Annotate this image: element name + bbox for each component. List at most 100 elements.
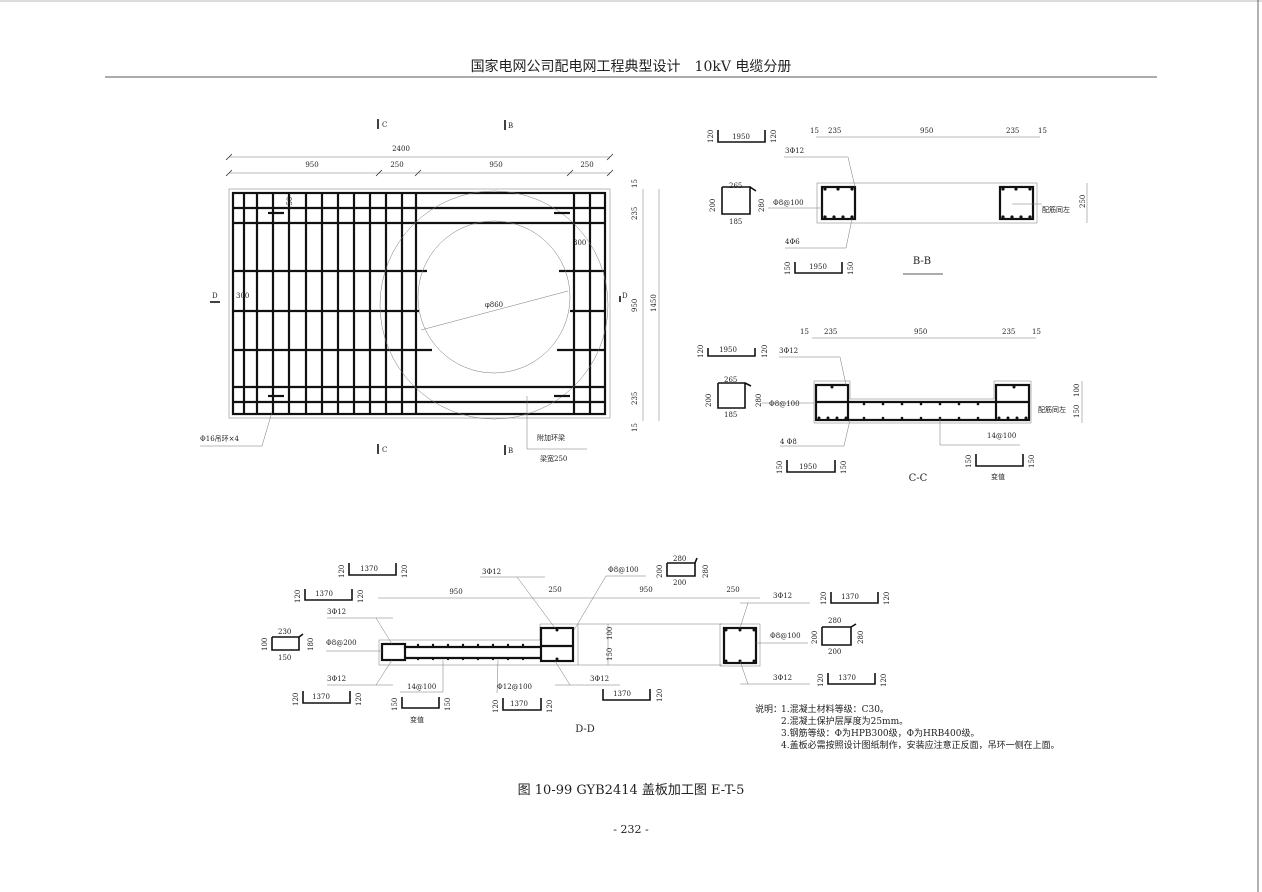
dd-label-3phi12-left: 3Φ12 xyxy=(327,608,346,616)
cc-slab-rebar-label: 14@100 xyxy=(987,432,1016,440)
cc-dim-right-2: 150 xyxy=(1073,405,1081,418)
cc-top-hook-r: 120 xyxy=(761,345,769,358)
bb-top-bar-length: 1950 xyxy=(732,133,750,141)
bb-dim-1: 15 xyxy=(810,127,819,135)
dd-bar-2: 1370 xyxy=(315,590,333,598)
bb-dim-4: 235 xyxy=(1006,127,1019,135)
dd-stirrup-r2-right: 280 xyxy=(857,631,865,644)
dd-bar-2-hook-r: 120 xyxy=(357,590,365,603)
dd-bar-6-hook-r: 120 xyxy=(883,592,891,605)
cc-var-hook-r: 150 xyxy=(1028,455,1036,468)
dd-stirrup-r2-left: 200 xyxy=(811,631,819,644)
bb-dim-2: 235 xyxy=(828,127,841,135)
dd-label-3phi12-bl: 3Φ12 xyxy=(327,675,346,683)
cc-bottom-rebar-label: 4 Φ8 xyxy=(780,438,797,446)
cc-stirrup-right: 280 xyxy=(755,394,763,407)
plan-view: φ860 C B C B D D 2400 950 250 950 250 15… xyxy=(200,119,660,463)
dd-bar-6: 1370 xyxy=(841,593,859,601)
dd-stirrup-r1-left: 200 xyxy=(656,565,664,578)
bb-top-hook-r: 120 xyxy=(770,130,778,143)
dd-bar-1-hook-r: 120 xyxy=(401,565,409,578)
dd-stirrup-r1-bottom: 200 xyxy=(673,579,686,587)
dim-top-2: 250 xyxy=(390,161,403,169)
plan-rebar-vertical xyxy=(242,193,592,414)
dd-dim-right-2: 150 xyxy=(606,648,614,661)
dd-bar-5: 1370 xyxy=(613,690,631,698)
dd-title: D-D xyxy=(575,724,595,735)
plan-rebar-horizontal xyxy=(233,206,605,404)
dd-stirrup-l-right: 180 xyxy=(307,638,315,651)
bb-dim-height: 250 xyxy=(1079,195,1087,208)
dd-bar-1: 1370 xyxy=(360,565,378,573)
bb-bottom-bar-length: 1950 xyxy=(809,263,827,271)
bb-stirrup-top: 265 xyxy=(729,182,742,190)
cc-dim-1: 15 xyxy=(800,328,809,336)
dd-bar-4-hook-r: 120 xyxy=(546,700,554,713)
dd-bar-7-hook-r: 120 xyxy=(880,674,888,687)
header-title: 国家电网公司配电网工程典型设计 10kV 电缆分册 xyxy=(471,58,792,75)
section-cc: 1950 120 120 15 235 950 235 15 3Φ12 Φ8@1… xyxy=(697,328,1083,484)
bb-bottom-hook-r: 150 xyxy=(847,262,855,275)
dd-label-phi12-100: Φ12@100 xyxy=(497,683,532,691)
dd-bar-5-hook-r: 120 xyxy=(656,689,664,702)
cc-stirrup-top: 265 xyxy=(724,376,737,384)
bb-title: B-B xyxy=(913,256,931,267)
bb-stirrup-label: Φ8@100 xyxy=(773,199,804,207)
cc-top-rebar-label: 3Φ12 xyxy=(779,347,798,355)
lifting-ring-label: Φ16吊环×4 xyxy=(200,435,240,443)
bb-dim-5: 15 xyxy=(1038,127,1047,135)
dd-dim-right-1: 100 xyxy=(606,627,614,640)
dd-stirrup-r1-top: 280 xyxy=(673,555,686,563)
dd-bar-3: 1370 xyxy=(312,693,330,701)
cc-dim-5: 15 xyxy=(1032,328,1041,336)
bb-same-label: 配筋同左 xyxy=(1042,205,1070,214)
dim-top-1: 950 xyxy=(305,161,318,169)
ring-beam-outline xyxy=(379,190,609,420)
dd-var-hook-l: 150 xyxy=(391,698,399,711)
dd-label-3phi12-br: 3Φ12 xyxy=(773,674,792,682)
dim-right-1: 15 xyxy=(631,179,639,188)
cc-bottom-bar-length: 1950 xyxy=(799,463,817,471)
section-mark-c-top: C xyxy=(382,121,387,129)
page-number: - 232 - xyxy=(613,823,649,836)
dd-bar-7-hook-l: 120 xyxy=(817,674,825,687)
dim-right-4: 235 xyxy=(631,392,639,405)
dim-total-height: 1450 xyxy=(650,294,658,312)
figure-caption: 图 10-99 GYB2414 盖板加工图 E-T-5 xyxy=(518,783,745,798)
dd-dim-2: 250 xyxy=(548,586,561,594)
dd-label-3phi12-top: 3Φ12 xyxy=(482,568,501,576)
cc-dim-4: 235 xyxy=(1002,328,1015,336)
section-mark-d-left: D xyxy=(212,292,218,300)
section-mark-d-right: D xyxy=(622,292,628,300)
bb-top-rebar-label: 3Φ12 xyxy=(785,147,804,155)
cc-stirrup-label: Φ8@100 xyxy=(769,400,800,408)
dd-stirrup-r1-right: 280 xyxy=(702,565,710,578)
dd-label-3phi12-bm: 3Φ12 xyxy=(590,675,609,683)
dim-top-3: 950 xyxy=(489,161,502,169)
cc-dim-3: 950 xyxy=(914,328,927,336)
dd-stirrup-r2-bottom: 200 xyxy=(828,648,841,656)
dim-total-width: 2400 xyxy=(392,145,410,153)
ring-beam-label: 附加环梁 xyxy=(537,433,565,442)
dd-bar-7: 1370 xyxy=(838,674,856,682)
dd-bar-2-hook-l: 120 xyxy=(294,590,302,603)
dd-var-hook-r: 150 xyxy=(444,698,452,711)
lifting-ring-icons xyxy=(268,211,570,398)
opening-circle xyxy=(417,220,571,374)
dd-stirrup-l-left: 100 xyxy=(261,638,269,651)
section-mark-c-bottom: C xyxy=(382,446,387,454)
cc-bottom-hook-r: 150 xyxy=(840,461,848,474)
section-markers: C B C B D D xyxy=(210,119,628,455)
dim-right-3: 950 xyxy=(631,299,639,312)
cc-top-bar-length: 1950 xyxy=(719,346,737,354)
bb-top-hook-l: 120 xyxy=(707,130,715,143)
beam-width-label: 梁宽250 xyxy=(540,454,567,463)
dd-bar-4: 1370 xyxy=(510,700,528,708)
dd-label-14-100: 14@100 xyxy=(407,683,436,691)
notes: 说明： 1.混凝土材料等级：C30。 2.混凝土保护层厚度为25mm。 3.钢筋… xyxy=(755,703,1060,751)
dim-top-4: 250 xyxy=(580,161,593,169)
dd-dim-1: 950 xyxy=(449,588,462,596)
dd-bar-6-hook-l: 120 xyxy=(820,592,828,605)
cc-stirrup-left: 200 xyxy=(705,394,713,407)
